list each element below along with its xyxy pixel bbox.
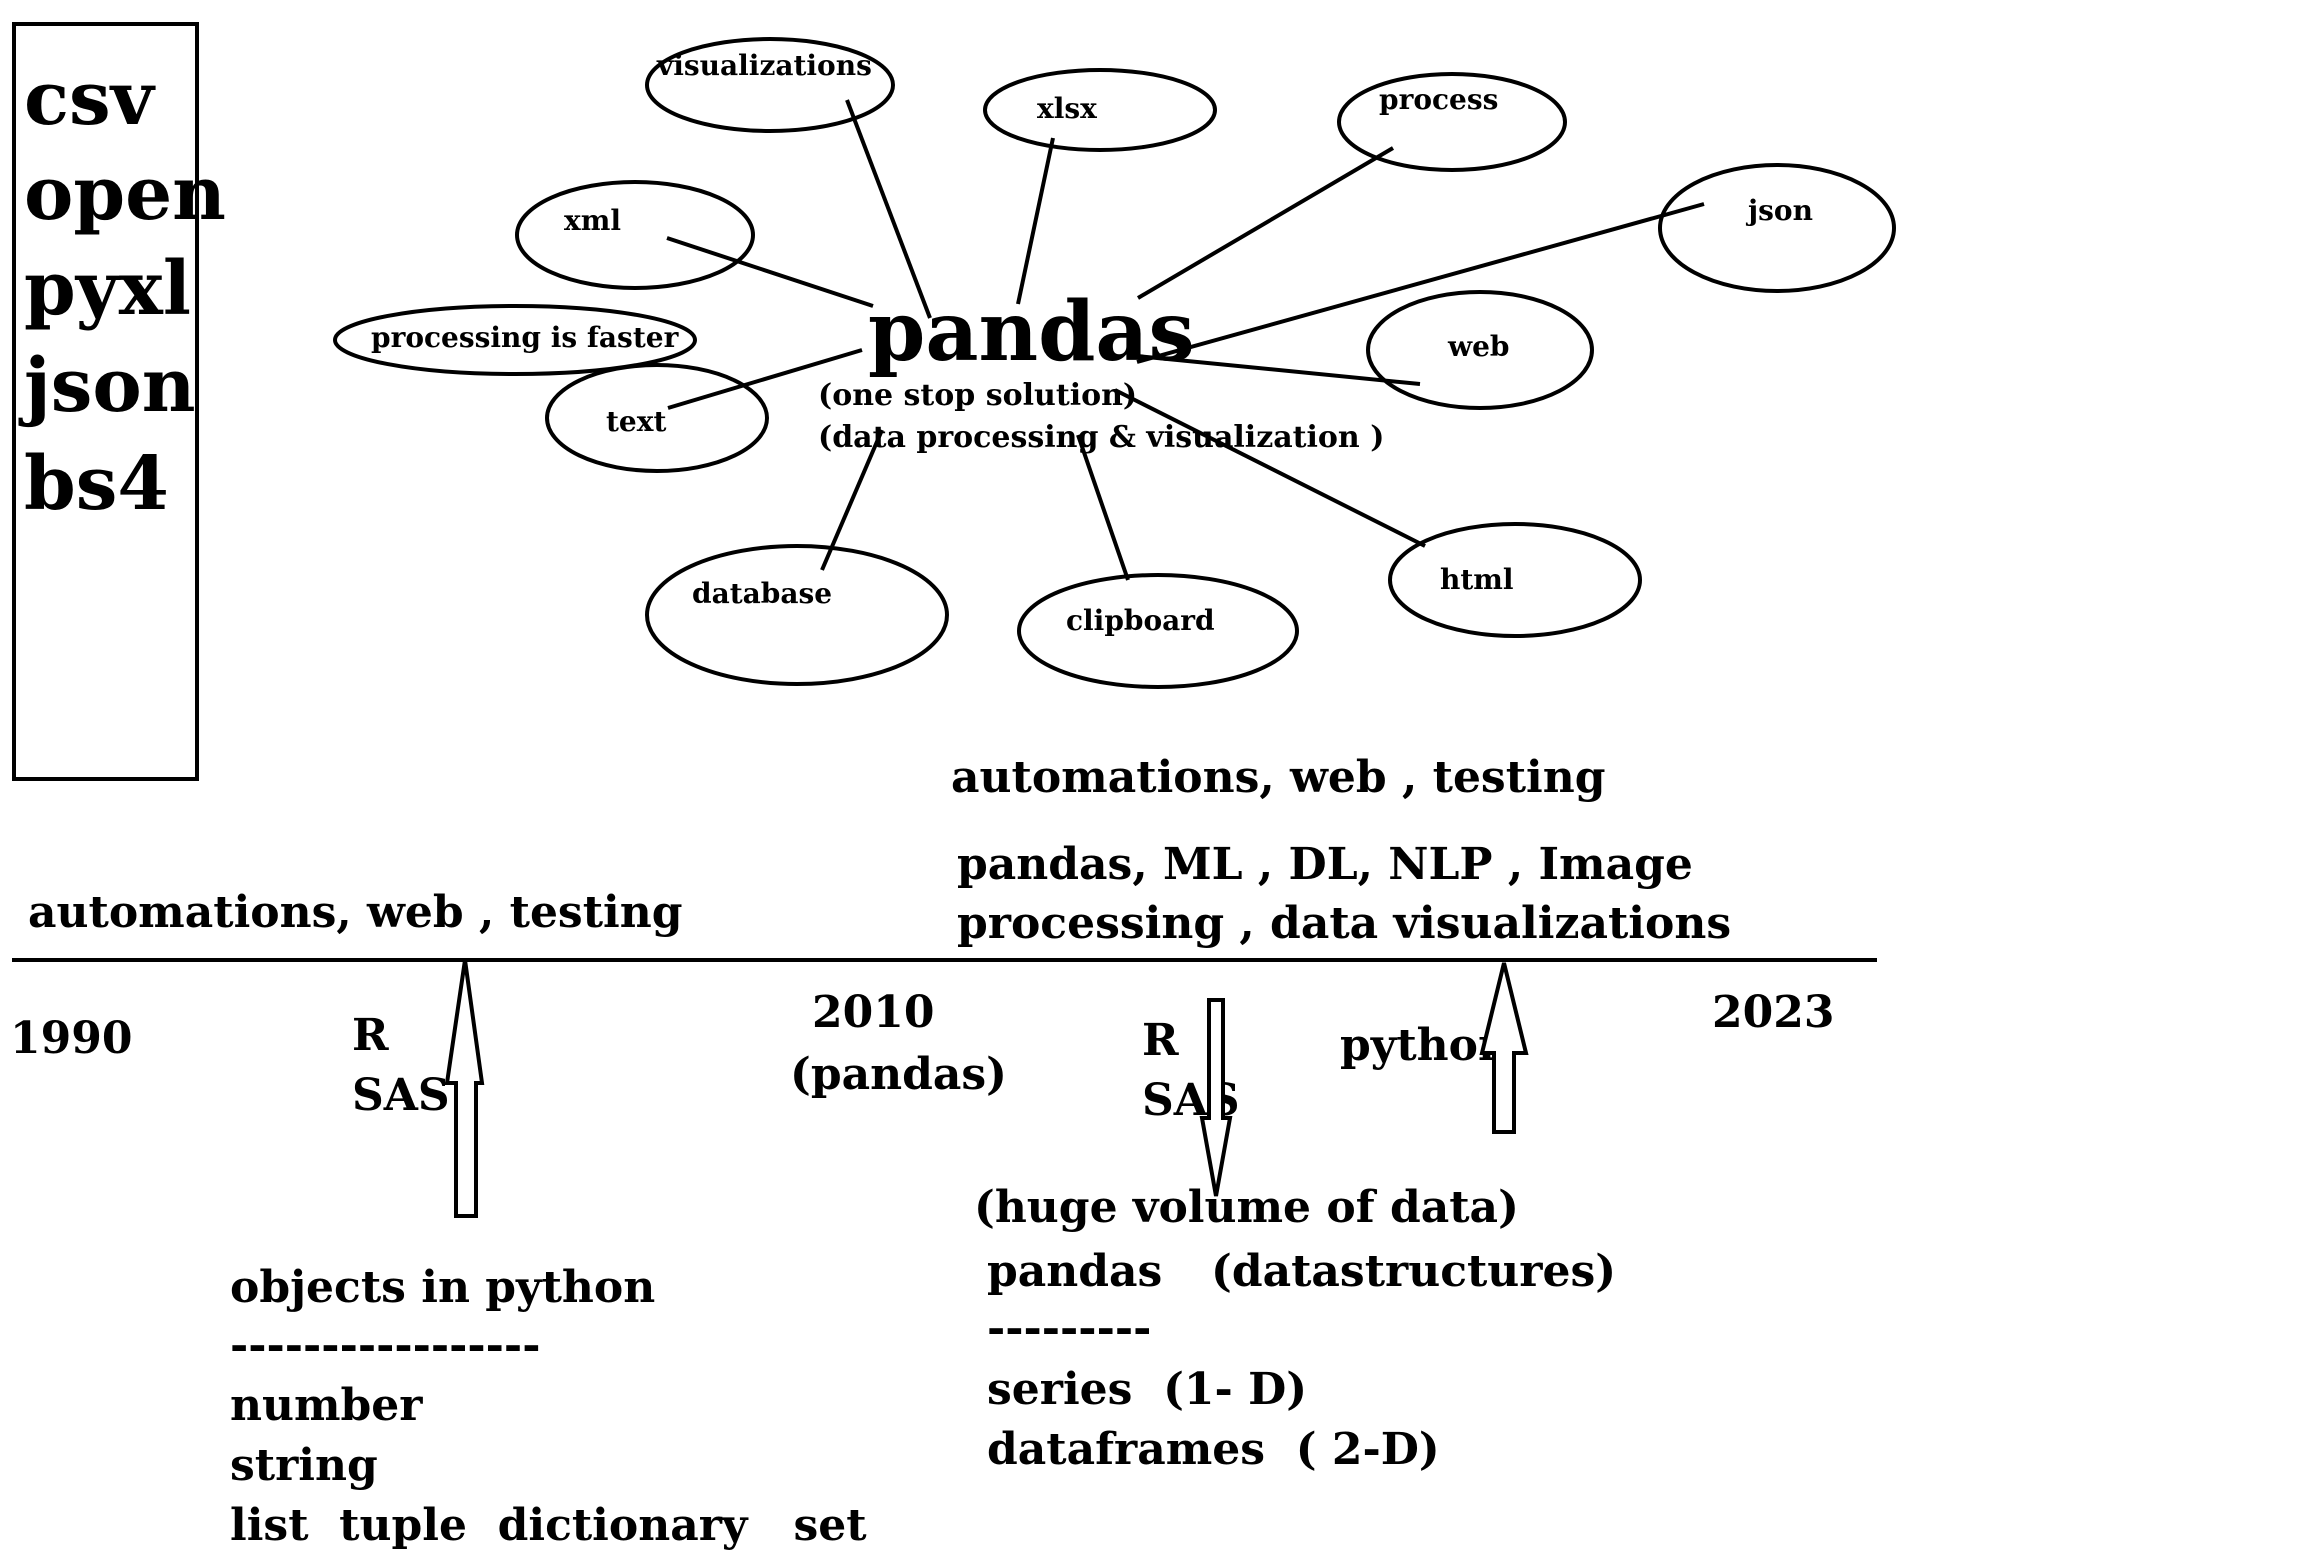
center-note-one-stop: (one stop solution): [818, 378, 1137, 413]
pandas-block-title: pandas: [987, 1246, 1162, 1297]
node-visualizations-label: visualizations: [656, 49, 872, 82]
node-database-shape: [645, 544, 949, 686]
objects-item-collections: list tuple dictionary set: [230, 1500, 867, 1551]
connector-json: [1136, 202, 1705, 364]
node-xlsx-shape: [983, 68, 1217, 152]
center-note-processing-visualization: (data processing & visualization ): [818, 420, 1384, 455]
node-web-shape: [1366, 290, 1594, 410]
node-process-shape: [1337, 72, 1567, 172]
label-sas-1: SAS: [352, 1070, 450, 1121]
label-python: python: [1340, 1020, 1510, 1071]
library-item-bs4: bs4: [24, 441, 169, 527]
objects-item-string: string: [230, 1440, 378, 1491]
timeline-top-right-label: automations, web , testing: [951, 752, 1606, 803]
mindmap-labels: visualizations xlsx process json xml web…: [371, 49, 1813, 637]
library-item-csv: csv: [24, 56, 156, 142]
connector-process: [1136, 146, 1395, 300]
mindmap-center-label: pandas: [868, 284, 1195, 380]
library-list-box: csv open pyxl json bs4: [12, 22, 226, 781]
up-arrow-left: [444, 959, 485, 1218]
pandas-block-divider: ---------: [987, 1303, 1151, 1354]
node-clipboard-label: clipboard: [1066, 604, 1215, 637]
label-r-2: R: [1142, 1015, 1179, 1066]
node-clipboard-shape: [1017, 573, 1299, 689]
mindmap-nodes: [333, 37, 1896, 689]
connector-clipboard: [1076, 434, 1130, 581]
node-processing-is-faster-shape: [333, 304, 697, 376]
connector-xlsx: [1016, 137, 1055, 305]
label-r-1: R: [352, 1010, 389, 1061]
year-2010: 2010: [812, 987, 934, 1038]
objects-item-number: number: [230, 1380, 423, 1431]
connector-text: [667, 348, 863, 410]
node-web-label: web: [1447, 330, 1510, 363]
node-json-label: json: [1745, 194, 1813, 227]
node-visualizations-shape: [645, 37, 895, 133]
timeline-top-right-line-2: processing , data visualizations: [957, 898, 1731, 949]
up-arrow-right: [1479, 962, 1529, 1134]
library-list-frame: [12, 22, 199, 781]
datastructures-label: (datastructures): [1211, 1246, 1616, 1297]
node-xml-label: xml: [564, 204, 621, 237]
node-html-shape: [1388, 522, 1642, 638]
library-item-open: open: [24, 151, 226, 237]
objects-in-python-block: objects in python ----------------- numb…: [230, 1262, 867, 1551]
node-database-label: database: [692, 577, 832, 610]
timeline: automations, web , testing automations, …: [10, 752, 1877, 1218]
node-xml-shape: [515, 180, 755, 290]
connector-visualizations: [845, 99, 932, 319]
huge-volume-label: (huge volume of data): [974, 1182, 1519, 1233]
objects-divider: -----------------: [230, 1320, 540, 1371]
down-arrow-middle: [1199, 998, 1233, 1197]
pandas-item-dataframes: dataframes ( 2-D): [987, 1424, 1440, 1475]
label-pandas-2010: (pandas): [790, 1049, 1007, 1100]
library-item-pyxl: pyxl: [24, 246, 191, 332]
connector-xml: [666, 236, 874, 308]
pandas-datastructures-block: (huge volume of data) pandas (datastruct…: [974, 1182, 1616, 1475]
year-2023: 2023: [1712, 987, 1834, 1038]
node-process-label: process: [1379, 83, 1498, 116]
node-xlsx-label: xlsx: [1037, 92, 1097, 125]
node-json-shape: [1658, 163, 1896, 293]
node-text-shape: [545, 363, 769, 473]
year-1990: 1990: [10, 1013, 132, 1064]
pandas-item-series: series (1- D): [987, 1364, 1307, 1415]
connector-html: [1114, 388, 1426, 548]
node-processing-is-faster-label: processing is faster: [371, 321, 680, 354]
mindmap-connectors: [666, 99, 1705, 581]
objects-title: objects in python: [230, 1262, 655, 1313]
timeline-top-left-label: automations, web , testing: [28, 887, 683, 938]
node-text-label: text: [606, 405, 666, 438]
connector-web: [1136, 354, 1421, 386]
library-item-json: json: [18, 343, 196, 429]
timeline-top-right-line-1: pandas, ML , DL, NLP , Image: [957, 839, 1693, 890]
node-html-label: html: [1440, 563, 1514, 596]
